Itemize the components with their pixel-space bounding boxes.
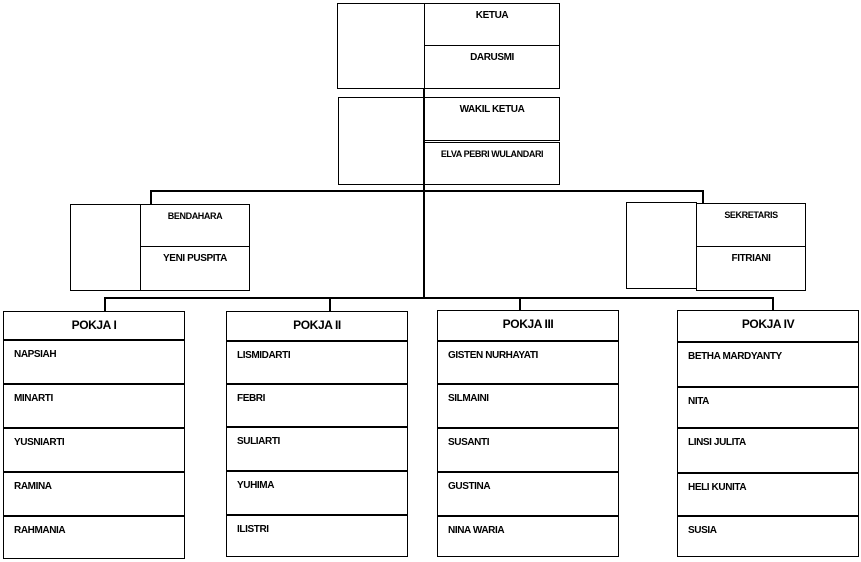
- ketua-role: KETUA: [475, 10, 509, 21]
- member-name: BETHA MARDYANTY: [688, 351, 782, 362]
- member-name: NAPSIAH: [14, 349, 57, 360]
- member-row: SILMAINI: [438, 383, 618, 427]
- pokja-title: POKJA III: [502, 317, 554, 331]
- member-row: HELI KUNITA: [678, 472, 858, 515]
- connector-pokja-1: [104, 297, 106, 311]
- member-name: NINA WARIA: [448, 525, 505, 536]
- sekretaris-name-box: FITRIANI: [696, 246, 806, 291]
- sekretaris-photo-box: [626, 202, 697, 289]
- connector-pokja-4: [772, 297, 774, 311]
- pokja-3-column: POKJA III GISTEN NURHAYATI SILMAINI SUSA…: [437, 310, 619, 557]
- connector-sekretaris: [702, 190, 704, 203]
- member-row: SUSIA: [678, 515, 858, 557]
- member-row: GUSTINA: [438, 471, 618, 515]
- bendahara-photo-box: [70, 204, 141, 291]
- ketua-photo-box: [337, 3, 425, 89]
- pokja-title: POKJA I: [71, 318, 117, 332]
- pokja-title: POKJA IV: [741, 317, 795, 331]
- member-row: NITA: [678, 386, 858, 427]
- member-name: YUSNIARTI: [14, 437, 65, 448]
- member-name: SUSIA: [688, 525, 717, 536]
- pokja-2-column: POKJA II LISMIDARTI FEBRI SULIARTI YUHIM…: [226, 311, 408, 557]
- sekretaris-role: SEKRETARIS: [724, 210, 778, 220]
- member-name: YUHIMA: [237, 480, 275, 491]
- ketua-name: DARUSMI: [470, 52, 514, 63]
- member-name: NITA: [688, 396, 709, 407]
- connector-bendahara: [150, 190, 152, 204]
- bendahara-name-box: YENI PUSPITA: [140, 246, 250, 291]
- wakil-role: WAKIL KETUA: [459, 104, 525, 115]
- member-name: LINSI JULITA: [688, 437, 746, 448]
- member-row: YUSNIARTI: [4, 427, 184, 471]
- wakil-name-box: ELVA PEBRI WULANDARI: [424, 142, 560, 185]
- ketua-role-box: KETUA: [424, 3, 560, 46]
- bendahara-role: BENDAHARA: [167, 211, 223, 221]
- connector-pokja-3: [519, 297, 521, 311]
- member-name: GUSTINA: [448, 481, 491, 492]
- member-row: SULIARTI: [227, 426, 407, 470]
- bendahara-name: YENI PUSPITA: [163, 253, 227, 264]
- member-row: GISTEN NURHAYATI: [438, 340, 618, 383]
- member-row: NINA WARIA: [438, 515, 618, 557]
- connector-officers-horizontal: [150, 190, 703, 192]
- member-name: RAHMANIA: [14, 525, 66, 536]
- member-name: ILISTRI: [237, 524, 269, 535]
- member-row: BETHA MARDYANTY: [678, 341, 858, 386]
- connector-main-vertical: [423, 88, 425, 297]
- wakil-photo-box: [338, 97, 424, 185]
- member-row: LINSI JULITA: [678, 427, 858, 471]
- member-name: LISMIDARTI: [237, 350, 291, 361]
- ketua-name-box: DARUSMI: [424, 45, 560, 89]
- member-row: RAMINA: [4, 471, 184, 515]
- member-name: SUSANTI: [448, 437, 490, 448]
- sekretaris-role-box: SEKRETARIS: [696, 203, 806, 247]
- connector-pokja-horizontal: [104, 297, 773, 299]
- member-name: FEBRI: [237, 393, 266, 404]
- member-name: HELI KUNITA: [688, 482, 747, 493]
- member-name: RAMINA: [14, 481, 52, 492]
- pokja-title: POKJA II: [293, 318, 341, 332]
- member-row: RAHMANIA: [4, 515, 184, 559]
- sekretaris-name: FITRIANI: [731, 253, 771, 264]
- member-row: SUSANTI: [438, 427, 618, 471]
- wakil-role-box: WAKIL KETUA: [424, 97, 560, 141]
- member-row: NAPSIAH: [4, 339, 184, 383]
- bendahara-role-box: BENDAHARA: [140, 204, 250, 248]
- pokja-1-column: POKJA I NAPSIAH MINARTI YUSNIARTI RAMINA…: [3, 311, 185, 559]
- member-row: ILISTRI: [227, 514, 407, 557]
- member-row: MINARTI: [4, 383, 184, 427]
- member-name: GISTEN NURHAYATI: [448, 350, 538, 361]
- connector-pokja-2: [329, 297, 331, 311]
- member-name: MINARTI: [14, 393, 53, 404]
- pokja-4-column: POKJA IV BETHA MARDYANTY NITA LINSI JULI…: [677, 310, 859, 557]
- member-name: SULIARTI: [237, 436, 280, 447]
- member-row: YUHIMA: [227, 470, 407, 514]
- member-name: SILMAINI: [448, 393, 489, 404]
- wakil-name: ELVA PEBRI WULANDARI: [440, 149, 544, 159]
- member-row: FEBRI: [227, 383, 407, 426]
- member-row: LISMIDARTI: [227, 340, 407, 383]
